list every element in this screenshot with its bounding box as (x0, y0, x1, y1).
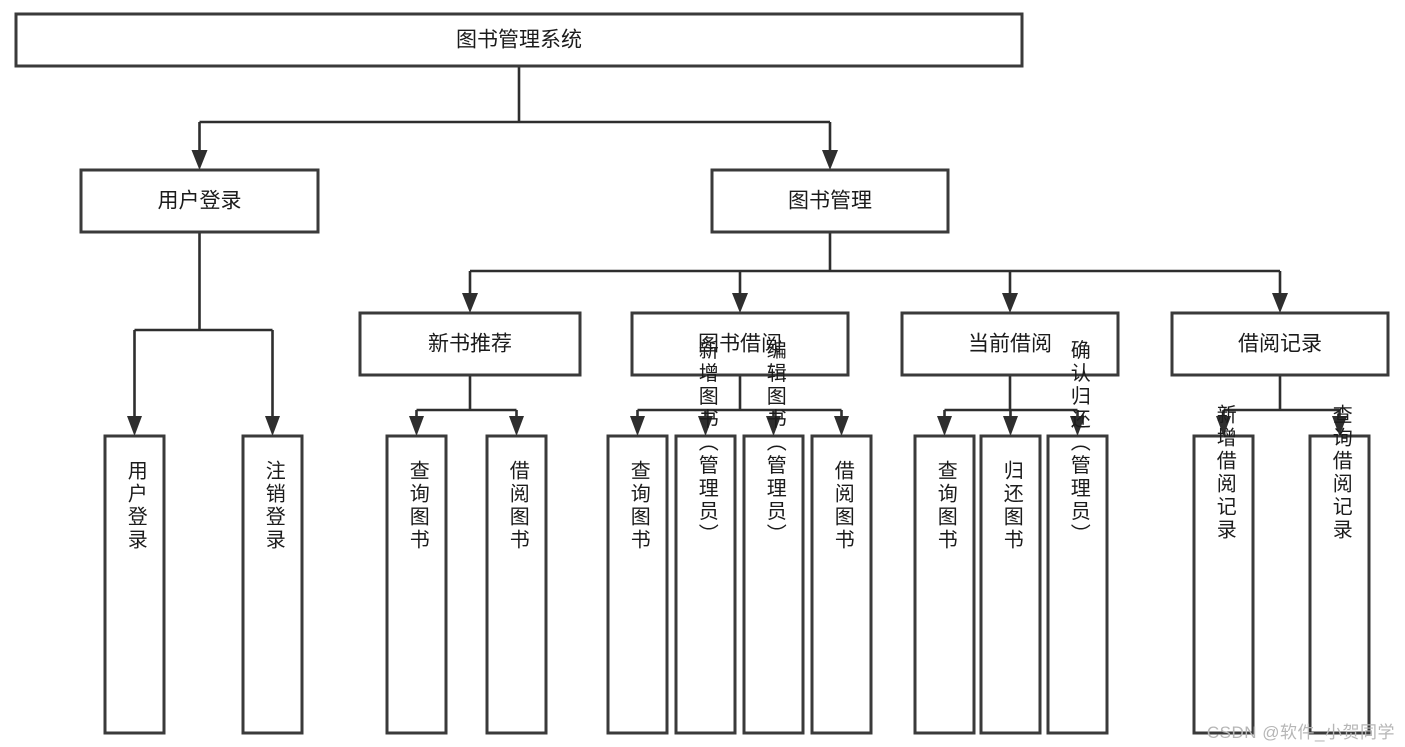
node-new-book-recommend-box (358, 311, 582, 377)
leaf-query-book-current-label: 查询图书 (934, 460, 957, 552)
edge-group-user-login (127, 232, 280, 436)
arrow-head-book-management (822, 150, 838, 170)
leaf-borrow-book-rec-label: 借阅图书 (506, 460, 529, 552)
edge-group-new-book-recommend (409, 375, 524, 436)
node-current-borrow-box (900, 311, 1120, 377)
leaf-logout-box[interactable] (241, 434, 304, 735)
leaf-confirm-return-label: 确认归还（管理员） (1067, 339, 1090, 546)
arrow-head-leaf-borrow-book-rec (509, 416, 524, 436)
arrow-head-current-borrow (1002, 293, 1018, 313)
edge-group-borrow-records (1216, 375, 1347, 436)
arrow-head-leaf-logout (265, 416, 280, 436)
node-book-borrow-box (630, 311, 850, 377)
node-borrow-records-label: 借阅记录 (1238, 333, 1322, 356)
leaf-return-book-label: 归还图书 (1000, 460, 1023, 552)
node-root-label: 图书管理系统 (456, 29, 582, 52)
arrow-head-leaf-query-book-current (937, 416, 952, 436)
node-new-book-recommend[interactable]: 新书推荐 (358, 311, 582, 377)
leaf-boxes (103, 434, 1371, 735)
arrow-head-leaf-return-book (1003, 416, 1018, 436)
leaf-add-book-box[interactable] (674, 434, 737, 735)
edge-group-root (191, 66, 838, 170)
arrow-head-borrow-records (1272, 293, 1288, 313)
leaf-confirm-return-box[interactable] (1046, 434, 1109, 735)
edge-group-book-borrow (630, 375, 849, 436)
node-book-management[interactable]: 图书管理 (710, 168, 950, 234)
node-current-borrow[interactable]: 当前借阅 (900, 311, 1120, 377)
leaf-add-book-label: 新增图书（管理员） (695, 339, 718, 546)
csdn-watermark: CSDN @软件_小贺同学 (1206, 723, 1395, 742)
leaf-return-book-box[interactable] (979, 434, 1042, 735)
node-current-borrow-label: 当前借阅 (968, 333, 1052, 356)
arrow-head-new-book-recommend (462, 293, 478, 313)
arrow-head-leaf-query-book-rec (409, 416, 424, 436)
leaf-query-book-rec-box[interactable] (385, 434, 448, 735)
leaf-query-book-rec-label: 查询图书 (406, 460, 429, 552)
node-book-borrow[interactable]: 图书借阅 (630, 311, 850, 377)
leaf-query-book-borrow-label: 查询图书 (627, 460, 650, 552)
node-book-management-box (710, 168, 950, 234)
leaf-query-book-current-box[interactable] (913, 434, 976, 735)
node-borrow-records[interactable]: 借阅记录 (1170, 311, 1390, 377)
node-user-login-box (79, 168, 320, 234)
arrow-head-leaf-confirm-return (1070, 416, 1085, 436)
leaf-labels: 用户登录 注销登录 查询图书 借阅图书 查询图书 新增图书（管理员） 编辑图书（… (124, 339, 1352, 552)
node-new-book-recommend-label: 新书推荐 (428, 333, 512, 356)
node-root[interactable]: 图书管理系统 (14, 12, 1024, 68)
arrow-head-leaf-add-book (698, 416, 713, 436)
arrow-head-leaf-edit-book (766, 416, 781, 436)
node-user-login-label: 用户登录 (158, 190, 242, 213)
arrow-head-leaf-query-book-borrow (630, 416, 645, 436)
leaf-query-book-borrow-box[interactable] (606, 434, 669, 735)
arrow-head-leaf-add-record (1216, 416, 1231, 436)
leaf-query-record-label: 查询借阅记录 (1329, 404, 1352, 542)
leaf-edit-book-label: 编辑图书（管理员） (763, 339, 786, 546)
arrow-head-leaf-query-record (1332, 416, 1347, 436)
arrow-head-book-borrow (732, 293, 748, 313)
leaf-logout-label: 注销登录 (262, 460, 285, 552)
leaf-edit-book-box[interactable] (742, 434, 805, 735)
leaf-add-record-label: 新增借阅记录 (1213, 404, 1236, 542)
node-user-login[interactable]: 用户登录 (79, 168, 320, 234)
leaf-query-record-box[interactable] (1308, 434, 1371, 735)
leaf-borrow-book-rec-box[interactable] (485, 434, 548, 735)
node-book-management-label: 图书管理 (788, 190, 872, 213)
leaf-user-login-box[interactable] (103, 434, 166, 735)
node-book-borrow-label: 图书借阅 (698, 333, 782, 356)
leaf-borrow-book-box[interactable] (810, 434, 873, 735)
edge-group-book-management (462, 232, 1288, 313)
leaf-add-record-box[interactable] (1192, 434, 1255, 735)
arrow-head-leaf-user-login (127, 416, 142, 436)
edge-group-current-borrow (937, 375, 1085, 436)
node-borrow-records-box (1170, 311, 1390, 377)
arrow-head-user-login (191, 150, 208, 170)
leaf-user-login-label: 用户登录 (124, 460, 147, 552)
arrow-head-leaf-borrow-book (834, 416, 849, 436)
node-root-box (14, 12, 1024, 68)
leaf-borrow-book-label: 借阅图书 (831, 460, 854, 552)
